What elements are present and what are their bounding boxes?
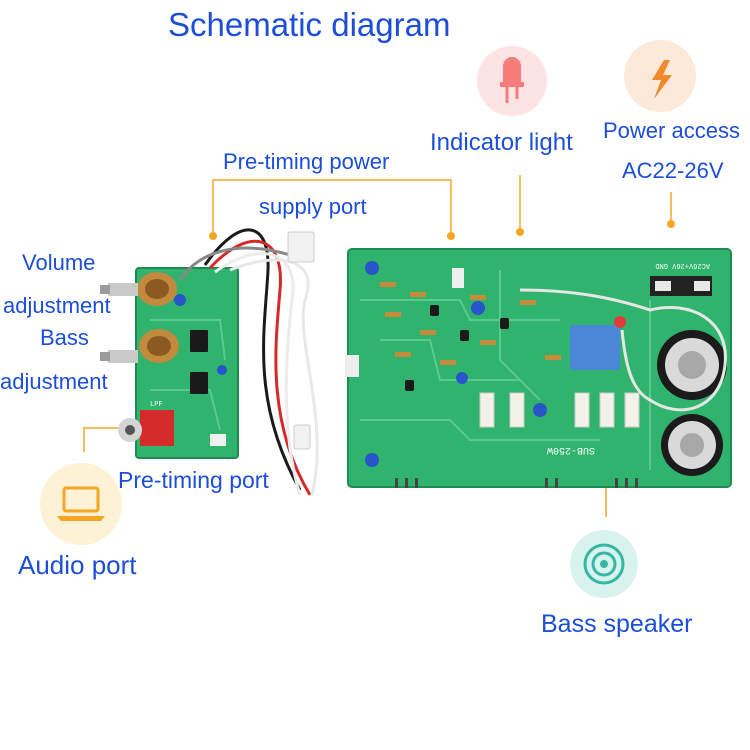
pretiming-power-label: Pre-timing power (223, 149, 390, 174)
bass-label: Bass (40, 325, 89, 350)
cable-bundle (178, 228, 319, 496)
speaker-icon (583, 543, 625, 585)
audio-icon-circle (40, 463, 122, 545)
bass-speaker-label: Bass speaker (541, 610, 693, 638)
bass-adjustment-label: adjustment (0, 369, 108, 394)
power-voltage-label: AC22-26V (622, 158, 724, 183)
volume-label: Volume (22, 250, 96, 275)
audio-port-label: Audio port (18, 550, 137, 580)
laptop-icon (57, 486, 105, 521)
preamp-lpf-text: LPF (150, 401, 163, 409)
preamp-board: LPF (100, 267, 239, 459)
supply-port-label: supply port (259, 194, 367, 219)
board-model-text: SUB-250W (547, 444, 595, 455)
lightning-icon (652, 60, 672, 99)
pretiming-port-label: Pre-timing port (118, 467, 269, 493)
volume-adjustment-label: adjustment (3, 293, 111, 318)
led-icon (500, 57, 524, 103)
cable-connector-top (287, 231, 315, 263)
diagram-title: Schematic diagram (168, 6, 451, 43)
board-power-pins-text: AC26V+26V GND (655, 261, 710, 269)
amplifier-board: SUB-250W AC26V+26V GND (345, 248, 732, 488)
power-access-label: Power access (603, 118, 740, 143)
cable-connector-mid (293, 424, 311, 450)
indicator-light-label: Indicator light (430, 129, 573, 156)
